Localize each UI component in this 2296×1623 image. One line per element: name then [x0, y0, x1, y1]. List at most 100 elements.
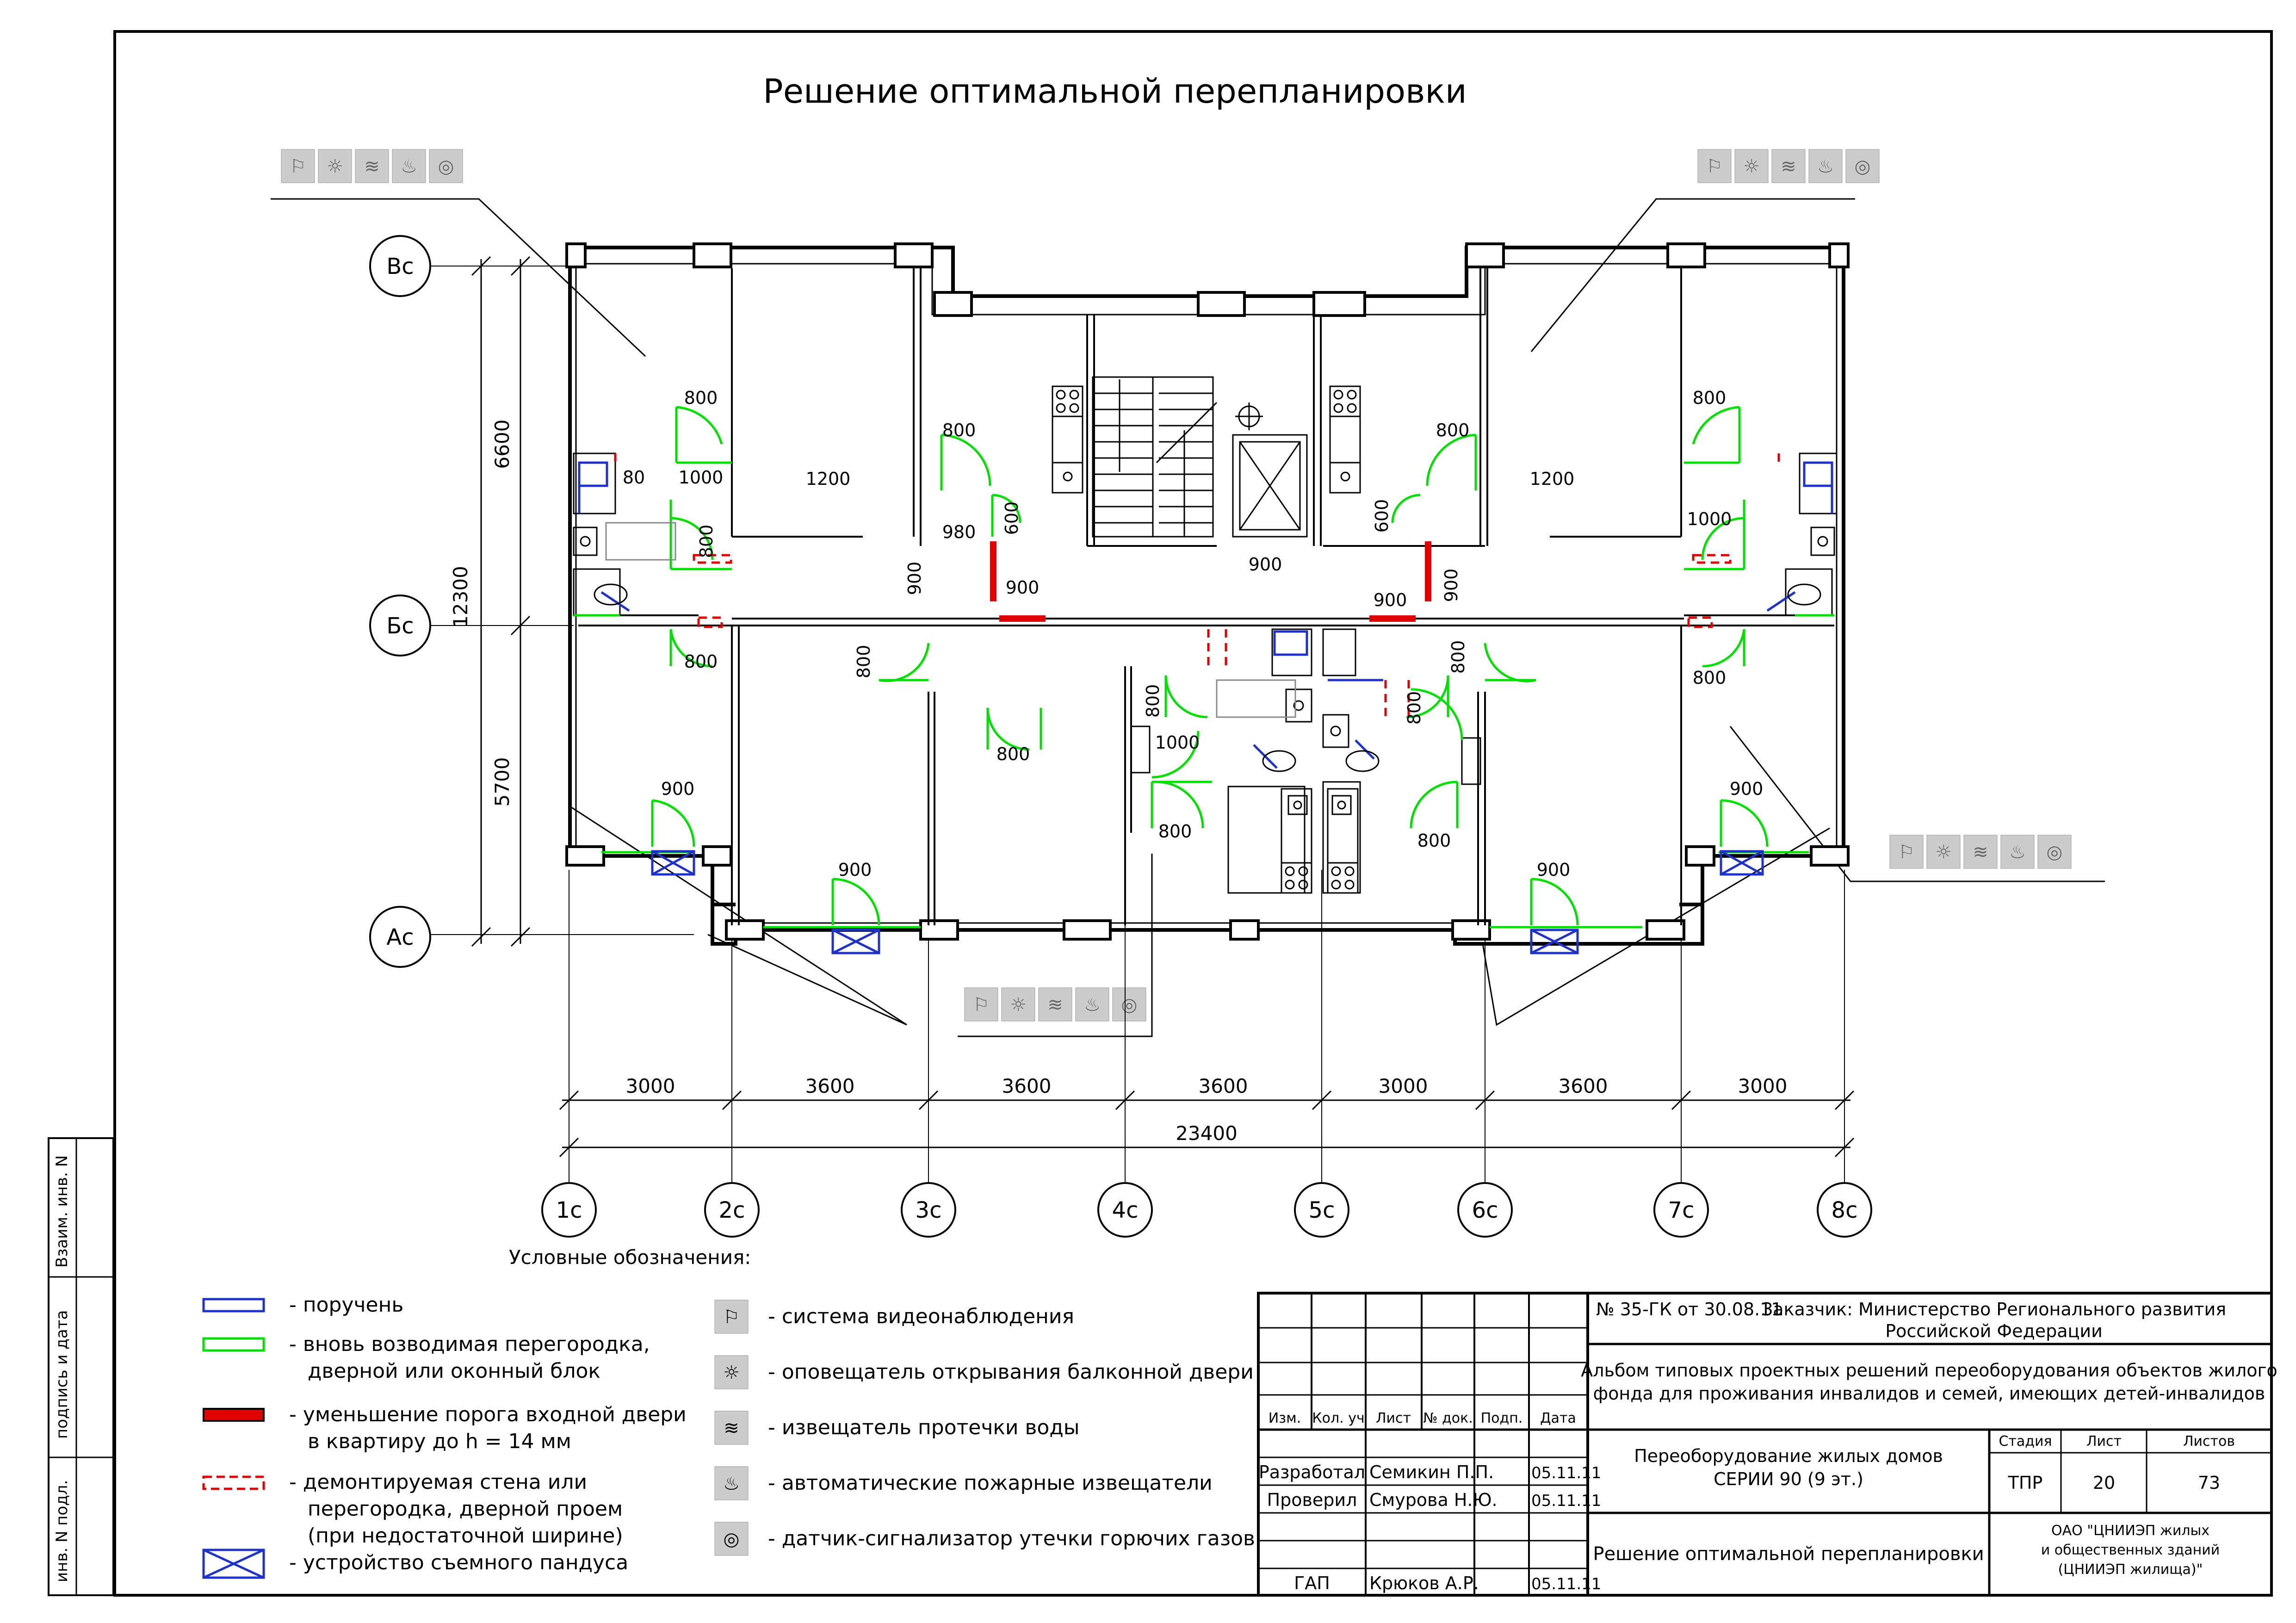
bathroom-fixtures — [573, 452, 1838, 894]
legend-door-alarm-text: - оповещатель открывания балконной двери — [768, 1360, 1254, 1384]
svg-text:≋: ≋ — [1047, 994, 1063, 1016]
tb-customer2: Российской Федерации — [1885, 1321, 2103, 1341]
title-block-text: № 35-ГК от 30.08.11 Заказчик: Министерст… — [1259, 1299, 2277, 1593]
axis-grid — [423, 266, 1845, 1182]
axis-label-5c: 5с — [1309, 1197, 1335, 1223]
svg-text:⚐: ⚐ — [290, 156, 306, 177]
stamp-inv: инв. N подл. — [53, 1480, 71, 1582]
demolished-walls — [614, 453, 1780, 722]
tb-name-gap: Крюков А.Р. — [1369, 1573, 1479, 1593]
sensor-icon-strip-bottom: ⚐ ☼ ≋ ♨ ◎ — [964, 987, 1146, 1022]
tb-col-date: Дата — [1540, 1410, 1576, 1426]
title-block — [1257, 1292, 2273, 1597]
dim-span-7: 3000 — [1738, 1075, 1788, 1097]
sensor-icon-strip-top-right: ⚐ ☼ ≋ ♨ ◎ — [1697, 149, 1880, 183]
svg-text:⚐: ⚐ — [723, 1307, 740, 1328]
svg-text:⚐: ⚐ — [1706, 156, 1723, 177]
tb-role-razrab: Разработал — [1259, 1462, 1365, 1482]
axis-label-8c: 8с — [1832, 1197, 1858, 1223]
axis-label-as: Ас — [386, 924, 414, 950]
dim-span-3: 3600 — [1002, 1075, 1052, 1097]
axis-letters: Вс Бс Ас — [369, 235, 431, 968]
tb-date-gap: 05.11.11 — [1531, 1575, 1601, 1593]
tb-col-doc: № док. — [1423, 1410, 1473, 1426]
svg-text:⚐: ⚐ — [1898, 842, 1915, 863]
legend-swatch-handrail — [202, 1298, 265, 1313]
dim-span-6: 3600 — [1559, 1075, 1608, 1097]
svg-text:☼: ☼ — [327, 156, 343, 177]
dim-900-d: 900 — [1374, 590, 1407, 610]
dim-80: 80 — [623, 467, 645, 488]
dim-800-i: 800 — [1404, 691, 1424, 725]
svg-text:≋: ≋ — [724, 1418, 739, 1439]
dim-800-a: 800 — [684, 388, 718, 408]
dim-900-a: 900 — [904, 562, 925, 595]
svg-text:☼: ☼ — [723, 1362, 740, 1383]
legend-right: ⚐ - система видеонаблюдения ☼ - оповещат… — [714, 1300, 1255, 1556]
legend-new-partition-text1: - вновь возводимая перегородка, — [289, 1332, 650, 1356]
tb-org2: и общественных зданий — [2041, 1542, 2220, 1558]
dim-span-4: 3600 — [1199, 1075, 1248, 1097]
svg-text:◎: ◎ — [724, 1529, 740, 1550]
dim-900-i: 900 — [1730, 779, 1764, 799]
axis-label-bs: Бс — [386, 613, 414, 639]
legend-gas-text: - датчик-сигнализатор утечки горючих газ… — [768, 1527, 1255, 1550]
dim-800-f: 800 — [996, 744, 1030, 764]
svg-text:◎: ◎ — [438, 156, 454, 177]
tb-name-prov: Смурова Н.Ю. — [1369, 1490, 1498, 1510]
dim-800-e: 800 — [854, 645, 874, 679]
tb-org1: ОАО "ЦНИИЭП жилых — [2051, 1523, 2209, 1539]
ramps — [651, 850, 1764, 954]
tb-object1: Переоборудование жилых домов — [1634, 1446, 1943, 1466]
vertical-dimensions — [471, 256, 531, 947]
dim-span-2: 3600 — [805, 1075, 855, 1097]
tb-col-podp: Подп. — [1481, 1410, 1523, 1426]
svg-text:♨: ♨ — [723, 1473, 740, 1494]
legend-threshold-text1: - уменьшение порога входной двери — [289, 1403, 687, 1426]
legend-heading: Условные обозначения: — [509, 1246, 751, 1269]
tb-stage-label: Стадия — [1999, 1433, 2052, 1450]
svg-text:≋: ≋ — [364, 156, 380, 177]
legend-fire-text: - автоматические пожарные извещатели — [768, 1471, 1213, 1495]
dim-1200-b: 1200 — [1530, 469, 1575, 489]
dim-800-g: 800 — [1143, 684, 1163, 718]
svg-text:♨: ♨ — [1084, 994, 1101, 1016]
threshold-reductions — [990, 541, 1431, 622]
dim-800-c: 800 — [684, 651, 718, 672]
toilets — [594, 522, 1821, 772]
new-partitions — [574, 406, 1834, 929]
svg-text:≋: ≋ — [1781, 156, 1796, 177]
dim-900-e: 900 — [1441, 569, 1461, 602]
plan-dimension-labels: 800 80 1000 800 800 1200 800 600 980 900… — [623, 388, 1763, 880]
tb-sheet-label: Лист — [2086, 1433, 2122, 1450]
dim-800-m: 800 — [1693, 388, 1727, 408]
page-title: Решение оптимальной перепланировки — [763, 72, 1467, 111]
svg-text:≋: ≋ — [1973, 842, 1988, 863]
legend-ramp-text: - устройство съемного пандуса — [289, 1551, 628, 1574]
svg-text:♨: ♨ — [2009, 842, 2026, 863]
leader-lines — [271, 198, 2105, 1037]
sheet-border — [113, 30, 2273, 1597]
stamp-vzaim: Взаим. инв. N — [53, 1155, 71, 1268]
dim-total: 23400 — [1176, 1122, 1238, 1145]
tb-album2: фонда для проживания инвалидов и семей, … — [1593, 1383, 2265, 1404]
dim-800-l: 800 — [1436, 420, 1470, 440]
dim-980: 980 — [942, 522, 976, 542]
sensor-icon-strip-top-left: ⚐ ☼ ≋ ♨ ◎ — [281, 149, 463, 183]
elevator — [1232, 403, 1308, 538]
dim-1000-a: 1000 — [679, 467, 724, 488]
dim-600-b: 600 — [1372, 499, 1392, 533]
axis-label-1c: 1с — [556, 1197, 582, 1223]
dim-800-k: 800 — [1417, 830, 1451, 851]
dim-1000-b: 1000 — [1155, 732, 1200, 753]
axis-numbers: 1с 2с 3с 4с 5с 6с 7с 8с — [541, 1182, 1872, 1238]
axis-label-6c: 6с — [1472, 1197, 1498, 1223]
dim-span-1: 3000 — [626, 1075, 675, 1097]
dim-900-h: 900 — [1537, 860, 1571, 880]
tb-date-razrab: 05.11.11 — [1531, 1464, 1601, 1482]
legend-water-leak-text: - извещатель протечки воды — [768, 1416, 1080, 1439]
dim-1000-c: 1000 — [1687, 509, 1732, 529]
horizontal-dimensions — [559, 1090, 1855, 1158]
dim-900-c: 900 — [1249, 554, 1282, 575]
